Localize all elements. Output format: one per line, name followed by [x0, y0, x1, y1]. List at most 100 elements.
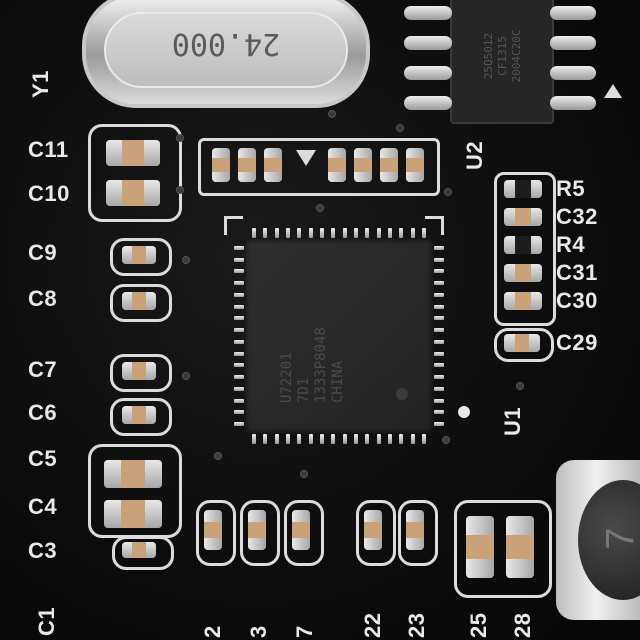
via	[444, 188, 452, 196]
mcu-pin	[434, 351, 444, 356]
label-u1: U1	[500, 406, 525, 436]
resistor	[380, 148, 398, 182]
mcu-pin	[234, 410, 244, 415]
cap-outline-bottom	[398, 500, 438, 566]
label-c3: C3	[28, 538, 58, 563]
flash-pin	[550, 6, 596, 20]
via	[214, 452, 222, 460]
triangle-marker-icon	[296, 150, 316, 166]
mcu-pin	[331, 434, 336, 444]
flash-marking: 25Q5012 CF1315 2004C20C	[482, 29, 523, 83]
mcu-pin	[234, 281, 244, 286]
label-bottom-0: 2	[200, 625, 225, 638]
capacitor-c31	[504, 264, 542, 282]
resistor	[264, 148, 282, 182]
mcu-pin	[399, 434, 404, 444]
mcu-pin	[434, 386, 444, 391]
mcu-pin	[286, 228, 290, 238]
capacitor-c30	[504, 292, 542, 310]
mcu-pin	[434, 316, 444, 321]
mcu-pin	[252, 228, 256, 238]
capacitor-bottom	[248, 510, 266, 550]
flash-pin	[550, 96, 596, 110]
mcu-pin	[434, 398, 444, 403]
mcu-pin	[422, 228, 426, 238]
mcu-pin	[434, 292, 444, 297]
pin1-marker-icon	[604, 84, 622, 98]
mcu-pin	[263, 434, 268, 444]
mcu-pin	[354, 228, 358, 238]
flash-pin	[550, 36, 596, 50]
mcu-pin	[234, 316, 244, 321]
cap-outline-c11-c10	[88, 124, 182, 222]
capacitor-c29	[504, 334, 540, 352]
mcu-pin	[365, 228, 370, 238]
mcu-pin	[234, 363, 244, 368]
mcu-pin	[234, 304, 244, 309]
mcu-pin	[434, 363, 444, 368]
inductor-marking: 7	[598, 527, 640, 550]
label-c30: C30	[556, 288, 598, 313]
mcu-pin	[422, 434, 426, 444]
resistor-array-frame	[198, 138, 440, 196]
resistor	[406, 148, 424, 182]
mcu-pin	[286, 434, 290, 444]
crystal-marking: 24.000	[171, 26, 281, 61]
capacitor-c9	[122, 246, 156, 264]
mcu-pin	[234, 422, 244, 426]
via	[182, 372, 190, 380]
mcu-pin	[252, 434, 256, 444]
label-c8: C8	[28, 286, 58, 311]
label-r4: R4	[556, 232, 586, 257]
mcu-pin	[234, 292, 244, 297]
resistor	[328, 148, 346, 182]
mcu-pin	[354, 434, 358, 444]
capacitor-c6	[122, 406, 156, 424]
label-bottom-5: 25	[466, 612, 491, 638]
mcu-corner-marks	[224, 216, 444, 436]
mcu-pin	[410, 434, 415, 444]
flash-chip-u2: 25Q5012 CF1315 2004C20C	[450, 0, 554, 124]
mcu-pin	[376, 228, 381, 238]
mcu-pin	[434, 375, 444, 380]
capacitor-c8	[122, 292, 156, 310]
mcu-pin	[434, 304, 444, 309]
via	[182, 256, 190, 264]
capacitor-c11	[106, 140, 160, 166]
label-bottom-1: 3	[246, 625, 271, 638]
resistor-r5	[504, 180, 542, 198]
capacitor-bottom	[204, 510, 222, 550]
mcu-pin	[434, 281, 444, 286]
mcu-pin	[234, 339, 244, 344]
mcu-pin	[434, 269, 444, 274]
mcu-pin	[274, 228, 279, 238]
cap-outline-c3	[112, 536, 174, 570]
right-array-frame	[494, 172, 556, 326]
mcu-chip-u1: U72201 7D1 1333P8048 CHINA	[244, 238, 434, 434]
label-c7: C7	[28, 357, 58, 382]
label-bottom-3: 22	[360, 612, 385, 638]
cap-outline-bottom	[284, 500, 324, 566]
pin1-dot-icon	[396, 388, 408, 400]
cap-outline-c8	[110, 284, 172, 322]
mcu-pin	[331, 228, 336, 238]
mcu-pin	[434, 410, 444, 415]
label-bottom-2: 7	[292, 625, 317, 638]
label-r5: R5	[556, 176, 586, 201]
mcu-pin	[320, 434, 324, 444]
label-c9: C9	[28, 240, 58, 265]
mcu-pin	[434, 328, 444, 333]
resistor	[354, 148, 372, 182]
mcu-pin	[234, 351, 244, 356]
capacitor-bottom-large	[506, 516, 534, 578]
mcu-pin	[234, 328, 244, 333]
mcu-pin	[308, 228, 313, 238]
cap-outline-bottom	[240, 500, 280, 566]
label-y1: Y1	[28, 70, 53, 98]
mcu-pin	[234, 269, 244, 274]
mcu-pin	[434, 339, 444, 344]
mcu-pin	[434, 422, 444, 426]
cap-outline-c7	[110, 354, 172, 392]
mcu-pin	[297, 434, 302, 444]
